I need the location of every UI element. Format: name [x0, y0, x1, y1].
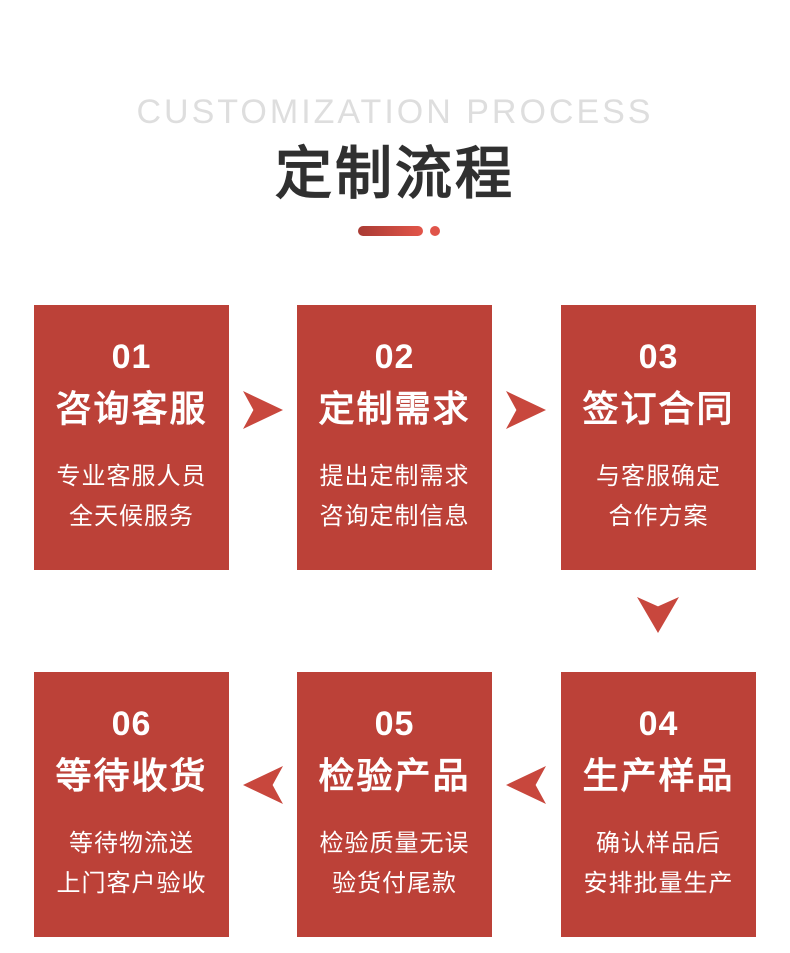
step-number: 05 [374, 705, 415, 743]
step-desc-line: 安排批量生产 [583, 870, 734, 897]
step-card-04: 04 生产样品 确认样品后 安排批量生产 [561, 672, 756, 937]
step-title: 等待收货 [55, 755, 208, 796]
arrow-down-icon [637, 597, 679, 633]
step-card-05: 05 检验产品 检验质量无误 验货付尾款 [297, 672, 492, 937]
section-subtitle-en: CUSTOMIZATION PROCESS [136, 93, 654, 131]
title-divider-bar [358, 226, 423, 236]
step-desc-line: 确认样品后 [596, 830, 721, 857]
step-desc-line: 检验质量无误 [319, 830, 470, 857]
step-title: 咨询客服 [55, 388, 208, 429]
arrow-left-icon [243, 766, 283, 804]
step-card-02: 02 定制需求 提出定制需求 咨询定制信息 [297, 305, 492, 570]
step-desc-line: 专业客服人员 [56, 463, 207, 490]
step-desc-line: 全天候服务 [69, 503, 194, 530]
arrow-left-icon [506, 766, 546, 804]
step-desc-line: 上门客户验收 [56, 870, 207, 897]
step-desc-line: 合作方案 [608, 503, 709, 530]
step-card-06: 06 等待收货 等待物流送 上门客户验收 [34, 672, 229, 937]
step-number: 04 [638, 705, 679, 743]
step-desc-line: 提出定制需求 [319, 463, 470, 490]
step-number: 03 [638, 338, 679, 376]
step-title: 定制需求 [318, 388, 471, 429]
step-desc-line: 验货付尾款 [332, 870, 457, 897]
section-title: 定制流程 [275, 142, 515, 206]
arrow-right-icon [243, 391, 283, 429]
step-desc-line: 与客服确定 [596, 463, 721, 490]
step-desc-line: 咨询定制信息 [319, 503, 470, 530]
step-number: 02 [374, 338, 415, 376]
step-card-01: 01 咨询客服 专业客服人员 全天候服务 [34, 305, 229, 570]
step-number: 01 [111, 338, 152, 376]
step-number: 06 [111, 705, 152, 743]
step-desc-line: 等待物流送 [69, 830, 194, 857]
step-title: 生产样品 [582, 755, 735, 796]
arrow-right-icon [506, 391, 546, 429]
title-divider-dot [430, 226, 440, 236]
step-card-03: 03 签订合同 与客服确定 合作方案 [561, 305, 756, 570]
step-title: 检验产品 [318, 755, 471, 796]
step-title: 签订合同 [582, 388, 735, 429]
